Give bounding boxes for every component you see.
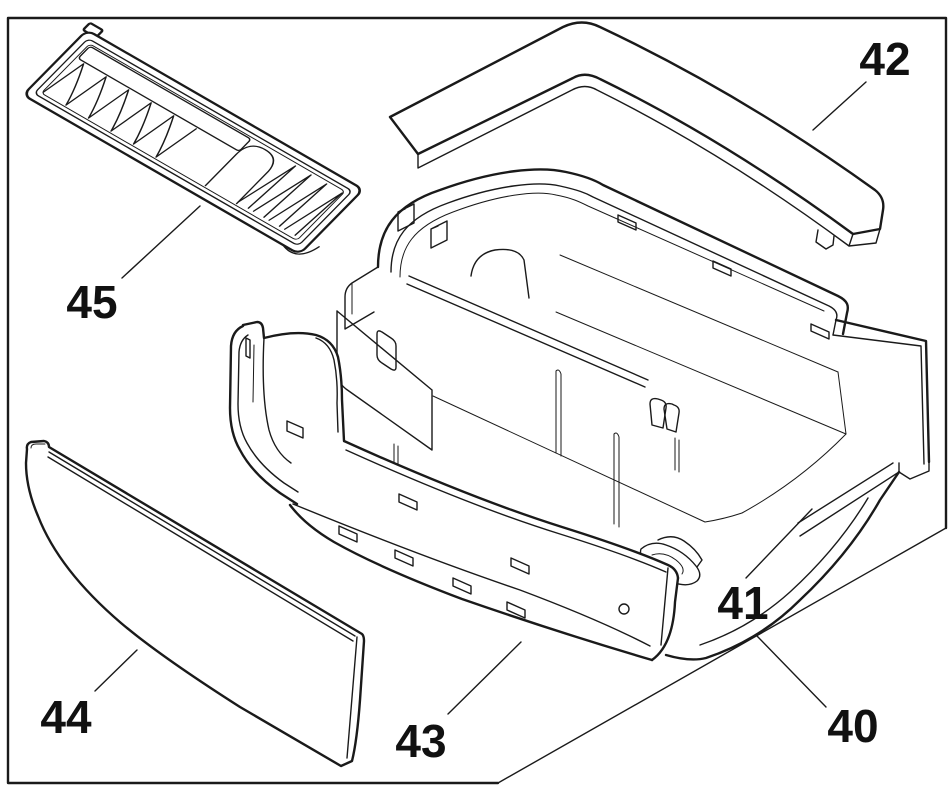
front-panel-top-edge bbox=[342, 439, 680, 580]
backwall-right-base bbox=[837, 371, 847, 435]
peg-2 bbox=[663, 402, 680, 433]
frame-outline bbox=[6, 16, 948, 785]
callout-41: 41 bbox=[717, 577, 768, 629]
hook-inner-right bbox=[315, 337, 339, 433]
housing-rim-inner bbox=[390, 183, 838, 336]
callout-40: 40 bbox=[827, 700, 878, 752]
door-outline bbox=[24, 439, 366, 768]
bin-left-wall bbox=[336, 310, 433, 451]
hook-outline bbox=[241, 320, 346, 443]
trim-thickness bbox=[417, 85, 881, 247]
divider-slat-1 bbox=[555, 369, 562, 457]
door-tab-inner bbox=[30, 443, 46, 449]
bin-wall-slot bbox=[376, 330, 397, 371]
front-panel-fill bbox=[285, 441, 678, 660]
part-45-insert-tray bbox=[25, 22, 361, 255]
housing-right-corner-inner bbox=[832, 334, 925, 465]
leader-45 bbox=[121, 205, 201, 279]
hook-clip bbox=[286, 420, 304, 439]
backwall-slot-2 bbox=[712, 260, 732, 277]
callout-45: 45 bbox=[66, 276, 117, 328]
leader-41 bbox=[745, 508, 813, 579]
callout-44: 44 bbox=[40, 691, 92, 743]
channel-line bbox=[252, 344, 255, 403]
hook-fill bbox=[243, 322, 344, 478]
panel-slot-6 bbox=[506, 601, 526, 619]
panel-slot-5 bbox=[452, 577, 472, 595]
housing-bottom-curve bbox=[664, 470, 901, 661]
tray-coin-slats bbox=[42, 63, 197, 158]
frame-border bbox=[6, 16, 948, 785]
interior-hump bbox=[470, 248, 530, 299]
latch-detail bbox=[651, 553, 684, 575]
backwall-base-line bbox=[559, 254, 839, 373]
channel-outer bbox=[228, 324, 299, 506]
callouts: 40 41 42 43 44 45 bbox=[40, 33, 910, 767]
panel-slot-2 bbox=[510, 557, 530, 575]
part-44-door-panel bbox=[24, 439, 366, 768]
housing-rim-lip bbox=[399, 192, 825, 312]
rim-clip-1 bbox=[397, 203, 415, 232]
leader-43 bbox=[447, 641, 522, 715]
channel-inner bbox=[237, 334, 299, 493]
rim-clip-2 bbox=[430, 220, 448, 249]
housing-bottom-rail bbox=[797, 462, 900, 537]
hook-inner-left bbox=[262, 337, 292, 464]
callout-42: 42 bbox=[859, 33, 910, 85]
tray-vanes bbox=[237, 165, 343, 236]
panel-slot-1 bbox=[398, 493, 418, 511]
front-panel-top-rail bbox=[345, 449, 667, 573]
divider-slat-4 bbox=[674, 437, 680, 473]
backwall-slot-3 bbox=[810, 323, 830, 340]
latch-tongue-rear bbox=[657, 536, 703, 568]
door-top-edge-lines bbox=[47, 451, 356, 642]
callout-43: 43 bbox=[395, 715, 446, 767]
divider-slat-2 bbox=[613, 432, 620, 528]
door-right-inner bbox=[346, 636, 358, 759]
interior-shelf bbox=[406, 275, 649, 388]
channel-slot bbox=[245, 337, 251, 359]
housing-rim-outer bbox=[376, 168, 850, 336]
bin-floor-edges bbox=[432, 311, 847, 523]
assembly-boundary-line bbox=[497, 527, 947, 784]
panel-slot-3 bbox=[338, 525, 358, 543]
housing-right-foot bbox=[898, 461, 930, 480]
front-panel-bottom-edge bbox=[288, 503, 654, 662]
part-42-trim-strip bbox=[388, 21, 885, 250]
leader-42 bbox=[812, 81, 867, 131]
tray-rim-inner bbox=[35, 39, 351, 245]
tray-rim-lip bbox=[42, 44, 344, 240]
housing-bottom-curve-inner bbox=[699, 497, 869, 646]
tray-top-strip bbox=[78, 46, 251, 151]
trim-top-face bbox=[388, 21, 885, 236]
panel-slot-4 bbox=[394, 549, 414, 567]
trim-end-tab bbox=[815, 229, 835, 250]
leader-40 bbox=[756, 635, 827, 708]
front-panel-crease bbox=[292, 503, 651, 647]
housing-left-flange bbox=[344, 266, 379, 330]
part-43-front-panel bbox=[228, 320, 680, 662]
front-panel-hole bbox=[618, 603, 630, 615]
front-panel-right-inner bbox=[660, 567, 669, 646]
housing-right-corner bbox=[834, 318, 931, 464]
leader-44 bbox=[94, 649, 138, 692]
front-panel-right-end bbox=[650, 576, 680, 662]
backwall-slot-1 bbox=[617, 214, 637, 231]
peg-1 bbox=[649, 397, 667, 429]
tray-hump bbox=[204, 145, 275, 205]
